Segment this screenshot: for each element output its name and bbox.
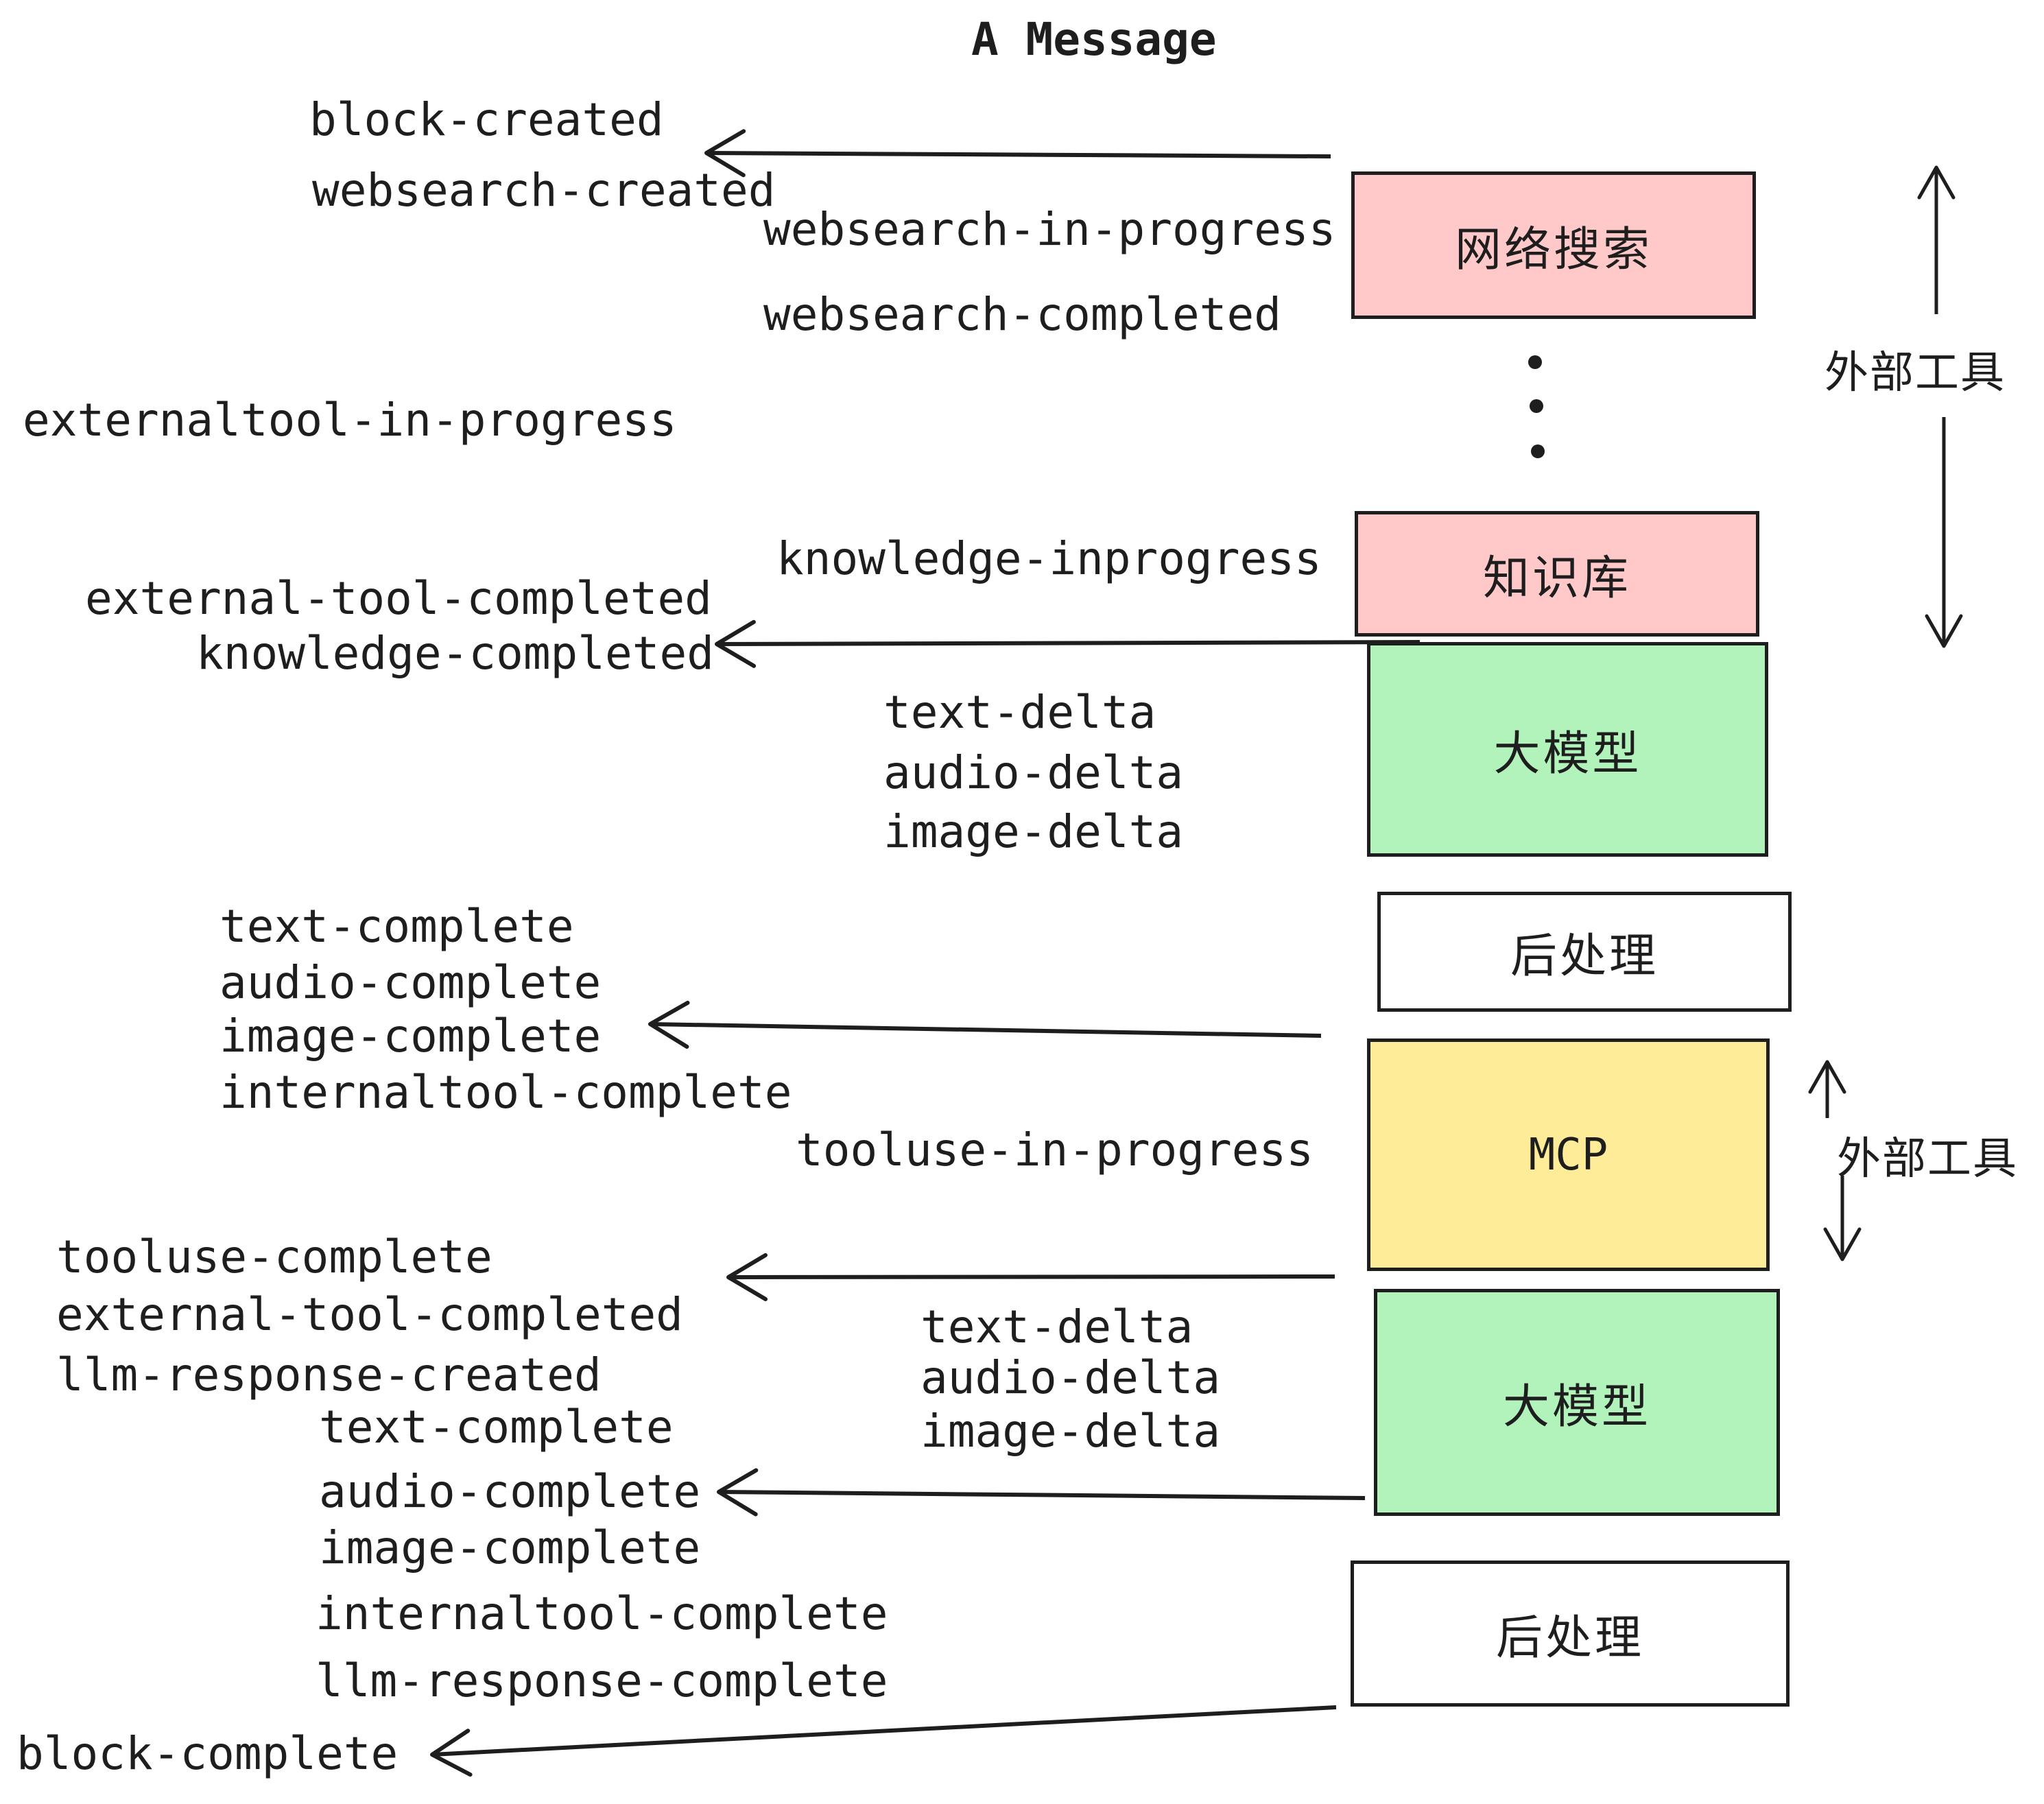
event-label-text-complete-2: text-complete (319, 1401, 674, 1453)
event-label-knowledge-completed: knowledge-completed (196, 627, 714, 680)
event-label-text-complete: text-complete (219, 900, 574, 953)
arrow-knowledge-completed (715, 619, 1421, 668)
event-label-audio-complete-2: audio-complete (319, 1465, 701, 1518)
event-label-tooluse-complete: tooluse-complete (56, 1231, 492, 1283)
arrow-block-created (704, 129, 1331, 178)
event-label-websearch-completed: websearch-completed (763, 288, 1281, 341)
event-label-knowledge-inprogress: knowledge-inprogress (776, 532, 1322, 585)
node-llm-label-2: 大模型 (1502, 1380, 1651, 1434)
node-postprocess-box-2: 后处理 (1351, 1560, 1790, 1707)
event-label-block-created: block-created (309, 93, 664, 146)
arrow-block-complete (430, 1705, 1337, 1777)
node-postprocess-box-1: 后处理 (1377, 892, 1792, 1012)
ellipsis-dot (1531, 444, 1545, 458)
event-label-internaltool-complete: internaltool-complete (219, 1066, 792, 1119)
diagram-title: A Message (971, 13, 1217, 66)
ellipsis-dot (1530, 399, 1543, 413)
node-knowledge-label: 知识库 (1482, 551, 1631, 606)
node-llm-box-1: 大模型 (1367, 642, 1768, 857)
arrow-image-complete (648, 1000, 1322, 1049)
event-label-text-delta-2: text-delta (920, 1301, 1193, 1353)
event-label-internaltool-complete-2: internaltool-complete (316, 1587, 888, 1640)
external-tools-label-mid: 外部工具 (1837, 1134, 2018, 1185)
arrow-audio-complete (717, 1468, 1366, 1517)
node-mcp-box: MCP (1367, 1039, 1770, 1271)
event-label-audio-delta-2: audio-delta (920, 1351, 1221, 1404)
event-label-image-complete-2: image-complete (319, 1521, 701, 1574)
event-label-tooluse-in-progress: tooluse-in-progress (796, 1124, 1314, 1176)
node-knowledge-box: 知识库 (1355, 511, 1759, 637)
event-label-websearch-created: websearch-created (312, 164, 776, 217)
event-label-llm-response-complete: llm-response-complete (316, 1654, 888, 1707)
node-postprocess-label-2: 后处理 (1495, 1611, 1644, 1665)
node-llm-label-1: 大模型 (1493, 727, 1642, 781)
event-label-websearch-in-progress: websearch-in-progress (763, 203, 1336, 256)
node-mcp-label: MCP (1528, 1129, 1608, 1180)
event-label-text-delta: text-delta (883, 686, 1156, 739)
event-label-llm-response-created: llm-response-created (56, 1349, 602, 1401)
node-postprocess-label-1: 后处理 (1510, 929, 1659, 984)
node-websearch-box: 网络搜索 (1351, 171, 1756, 319)
event-label-external-tool-completed: external-tool-completed (85, 572, 712, 625)
event-label-image-delta-2: image-delta (920, 1405, 1221, 1458)
node-websearch-label: 网络搜索 (1454, 223, 1652, 277)
event-label-image-complete: image-complete (219, 1010, 602, 1063)
event-label-audio-complete: audio-complete (219, 956, 602, 1009)
node-llm-box-2: 大模型 (1374, 1289, 1780, 1516)
ellipsis-dot (1528, 355, 1542, 369)
external-tools-label-top: 外部工具 (1825, 348, 2006, 399)
event-label-image-delta: image-delta (883, 805, 1184, 858)
event-label-block-complete: block-complete (16, 1727, 399, 1780)
event-label-externaltool-in-progress: externaltool-in-progress (23, 394, 677, 447)
event-label-external-tool-completed-2: external-tool-completed (56, 1288, 683, 1341)
event-label-audio-delta: audio-delta (883, 746, 1184, 799)
